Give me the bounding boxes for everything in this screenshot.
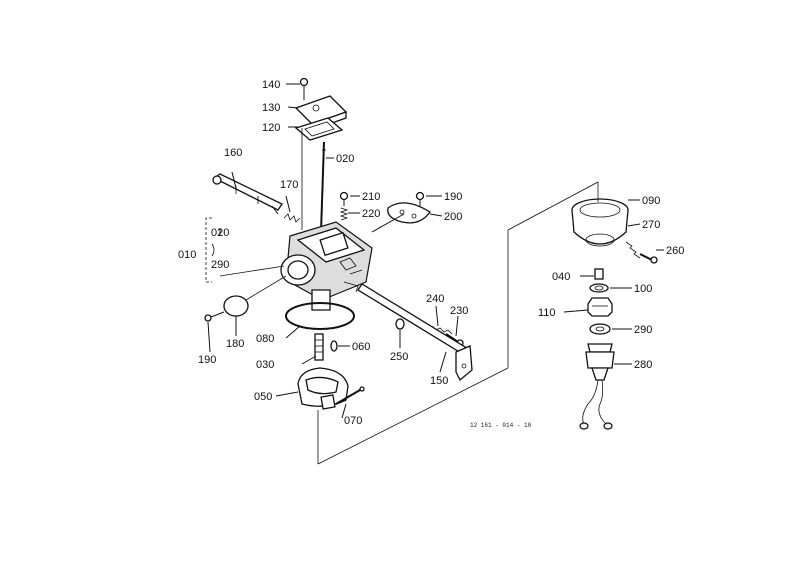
label-030: 030 <box>256 359 274 371</box>
label-140: 140 <box>262 79 280 91</box>
label-260: 260 <box>666 245 684 257</box>
part-290-washer <box>589 323 611 335</box>
label-200: 200 <box>444 211 462 223</box>
part-040-jet <box>594 268 604 280</box>
label-010: 010 <box>178 249 196 261</box>
label-130: 130 <box>262 102 280 114</box>
label-290-right: 290 <box>634 324 652 336</box>
label-110: 110 <box>538 307 556 319</box>
part-060-washer <box>330 340 338 352</box>
label-040: 040 <box>552 271 570 283</box>
part-170-spring <box>283 213 301 223</box>
part-050-float <box>297 367 349 410</box>
label-290-group: 290 <box>211 259 229 271</box>
label-160: 160 <box>224 147 242 159</box>
label-170: 170 <box>280 179 298 191</box>
label-120: 120 <box>262 122 280 134</box>
part-220-spring <box>339 207 349 221</box>
part-080-o-ring <box>285 302 355 330</box>
part-200-plate <box>387 202 431 224</box>
part-110-nut <box>587 297 613 317</box>
label-250: 250 <box>390 351 408 363</box>
label-150: 150 <box>430 375 448 387</box>
label-230: 230 <box>450 305 468 317</box>
part-020-needle <box>320 141 326 233</box>
label-020-group: 020 <box>211 227 229 239</box>
label-270: 270 <box>642 219 660 231</box>
part-070-pin <box>335 386 365 405</box>
part-090-bowl <box>571 198 629 247</box>
part-120-gasket <box>294 117 344 141</box>
part-labels: 140 130 120 160 020 170 210 220 190 200 … <box>178 79 684 427</box>
label-020-needle: 020 <box>336 153 354 165</box>
part-140-screw <box>299 77 309 100</box>
group-010-braces <box>211 243 215 257</box>
part-160-shaft <box>212 173 283 215</box>
part-180-plate <box>223 295 249 317</box>
part-250-washer <box>395 318 405 330</box>
label-070: 070 <box>344 415 362 427</box>
label-060: 060 <box>352 341 370 353</box>
part-210-screw <box>339 191 349 206</box>
label-220: 220 <box>362 208 380 220</box>
part-030-jet <box>314 333 324 361</box>
label-190-lower: 190 <box>198 354 216 366</box>
label-090: 090 <box>642 195 660 207</box>
part-190-screw-lower <box>204 311 225 322</box>
part-100-washer <box>589 283 609 293</box>
label-100: 100 <box>634 283 652 295</box>
carburetor-body <box>280 221 373 311</box>
drawing-reference-code: 12 161 - 014 - 10 <box>470 422 532 429</box>
label-190-upper: 190 <box>444 191 462 203</box>
label-050: 050 <box>254 391 272 403</box>
label-180: 180 <box>226 338 244 350</box>
label-240: 240 <box>426 293 444 305</box>
label-280: 280 <box>634 359 652 371</box>
part-150-throttle-shaft <box>357 283 473 382</box>
part-280-solenoid <box>579 343 615 430</box>
part-270-screw <box>625 241 641 259</box>
label-210: 210 <box>362 191 380 203</box>
leader-lines <box>205 83 664 465</box>
part-260-bolt <box>639 253 658 264</box>
label-080: 080 <box>256 333 274 345</box>
